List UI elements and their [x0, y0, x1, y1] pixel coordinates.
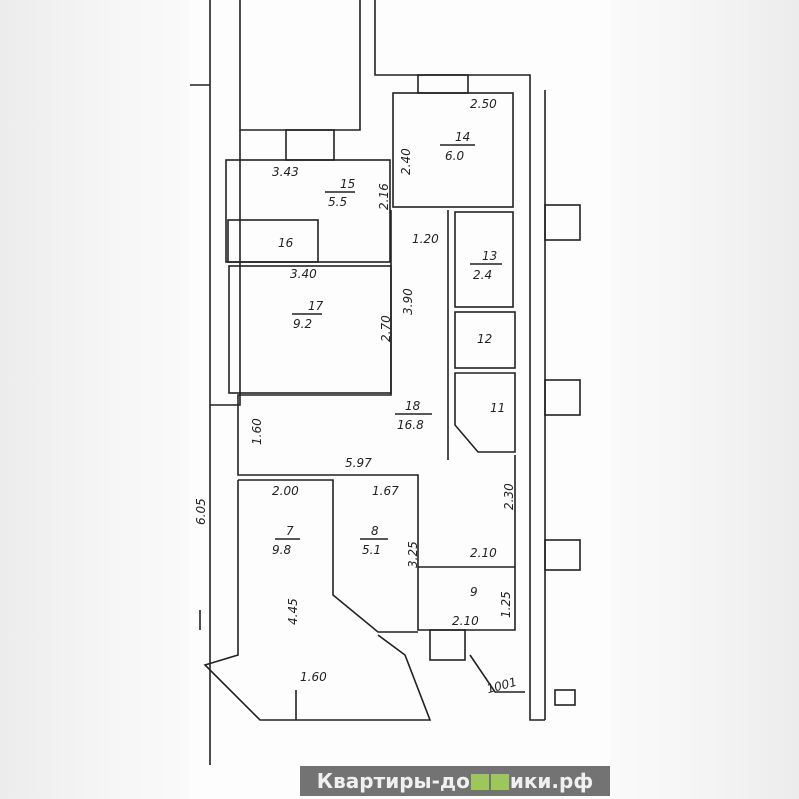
walls: [190, 0, 581, 765]
callout-label: 1001: [485, 675, 518, 696]
room-15-number: 15: [340, 177, 355, 191]
dimension-label: 2.70: [379, 315, 393, 342]
watermark-text-suffix: ики.рф: [509, 769, 594, 793]
dimension-label: 1.25: [499, 591, 513, 618]
dimension-label: 1.60: [250, 418, 264, 445]
room-7-area: 9.8: [272, 543, 291, 557]
dimension-label: 2.00: [272, 484, 299, 498]
room-14-number: 14: [455, 130, 470, 144]
watermark: Квартиры-до ики.рф: [300, 766, 610, 796]
dimension-label: 1.60: [300, 670, 327, 684]
dimension-label: 3.25: [406, 541, 420, 568]
house-icon: [490, 774, 509, 790]
dimension-label: 2.16: [377, 183, 391, 210]
room-15-area: 5.5: [328, 195, 347, 209]
room-8-area: 5.1: [362, 543, 381, 557]
room-11-number: 11: [490, 401, 505, 415]
room-16-number: 16: [278, 236, 294, 250]
dimension-label: 3.40: [290, 267, 317, 281]
callout-leader: [469, 654, 525, 693]
blurred-background-right: [609, 0, 799, 799]
dimension-label: 3.43: [272, 165, 299, 179]
dimension-label: 2.30: [502, 483, 516, 510]
room-18-number: 18: [405, 399, 421, 413]
dimension-label: 1.67: [372, 484, 399, 498]
room-labels: 14 6.0 15 5.5 16 17 9.2 13 2.4 12 11 18 …: [272, 130, 505, 599]
floor-plan-sheet: [190, 0, 610, 799]
dimension-label: 2.40: [399, 148, 413, 175]
dimension-label: 3.90: [401, 288, 415, 315]
room-17-number: 17: [308, 299, 324, 313]
dimension-label: 2.50: [470, 97, 497, 111]
room-14-area: 6.0: [445, 149, 464, 163]
room-7-number: 7: [286, 524, 294, 538]
room-18-area: 16.8: [397, 418, 424, 432]
room-13-number: 13: [482, 249, 497, 263]
dimension-label: 1.20: [412, 232, 439, 246]
room-12-number: 12: [477, 332, 492, 346]
watermark-text-prefix: Квартиры-до: [316, 769, 470, 793]
dimension-label: 5.97: [345, 456, 372, 470]
dimension-label: 2.10: [470, 546, 497, 560]
room-13-area: 2.4: [473, 268, 492, 282]
room-8-number: 8: [371, 524, 379, 538]
dimension-labels: 2.50 2.40 3.43 2.16 1.20 3.40 2.70 3.90 …: [194, 97, 516, 684]
house-icon: [470, 774, 489, 790]
dimension-label: 6.05: [194, 498, 208, 525]
blurred-background-left: [0, 0, 190, 799]
room-9-number: 9: [470, 585, 478, 599]
room-17-area: 9.2: [293, 317, 312, 331]
dimension-label: 4.45: [286, 598, 300, 625]
dimension-label: 2.10: [452, 614, 479, 628]
